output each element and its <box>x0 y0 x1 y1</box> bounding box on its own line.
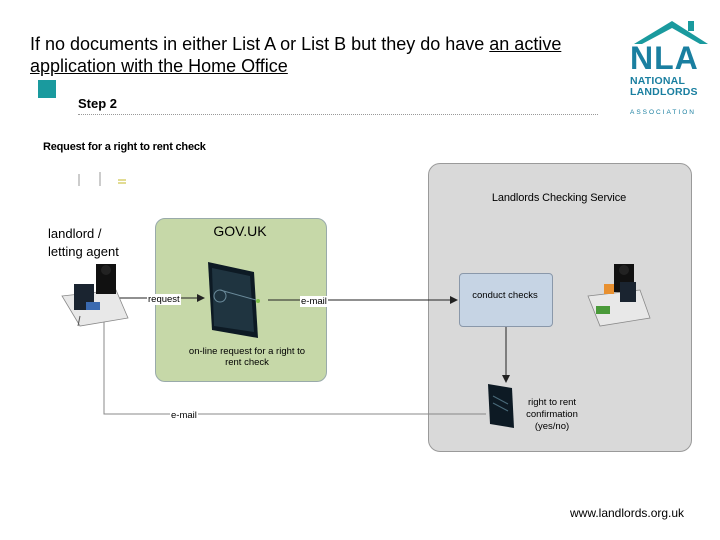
accent-square <box>38 80 56 98</box>
phone-device-icon <box>488 384 514 428</box>
checker-computer-icon <box>587 264 651 327</box>
conduct-checks-box <box>459 273 553 327</box>
decorative-marks <box>78 172 126 186</box>
landlord-computer-icon <box>61 264 129 327</box>
tablet-device-icon <box>208 262 260 338</box>
nla-logo: NLA NATIONAL LANDLORDS ASSOCIATION <box>628 18 708 118</box>
conduct-checks-label: conduct checks <box>472 290 538 301</box>
online-request-label: on-line request for a right to rent chec… <box>188 346 306 368</box>
title-underlined-1: an active <box>489 34 562 54</box>
website-url[interactable]: www.landlords.org.uk <box>570 506 685 520</box>
landlord-label: landlord / letting agent <box>48 226 119 259</box>
govuk-title: GOV.UK <box>213 223 267 239</box>
email-return-path <box>103 322 486 415</box>
step-label: Step 2 <box>78 96 118 111</box>
divider <box>78 114 598 115</box>
logo-line-2: LANDLORDS <box>630 86 698 98</box>
lcs-title: Landlords Checking Service <box>491 192 627 204</box>
section-heading: Request for a right to rent check <box>43 141 206 153</box>
title-plain: If no documents in either List A or List… <box>30 34 490 54</box>
slide-title: If no documents in either List A or List… <box>30 33 630 77</box>
confirmation-label: right to rent confirmation (yes/no) <box>526 397 578 432</box>
email-label-1: e-mail <box>300 296 328 307</box>
logo-line-3: ASSOCIATION <box>630 109 696 116</box>
email-label-2: e-mail <box>170 410 198 421</box>
logo-letters: NLA <box>630 40 699 76</box>
logo-line-1: NATIONAL <box>630 75 686 87</box>
request-label: request <box>147 294 181 305</box>
house-roof-icon <box>634 21 708 44</box>
title-underlined-2: application with the Home Office <box>30 56 288 76</box>
